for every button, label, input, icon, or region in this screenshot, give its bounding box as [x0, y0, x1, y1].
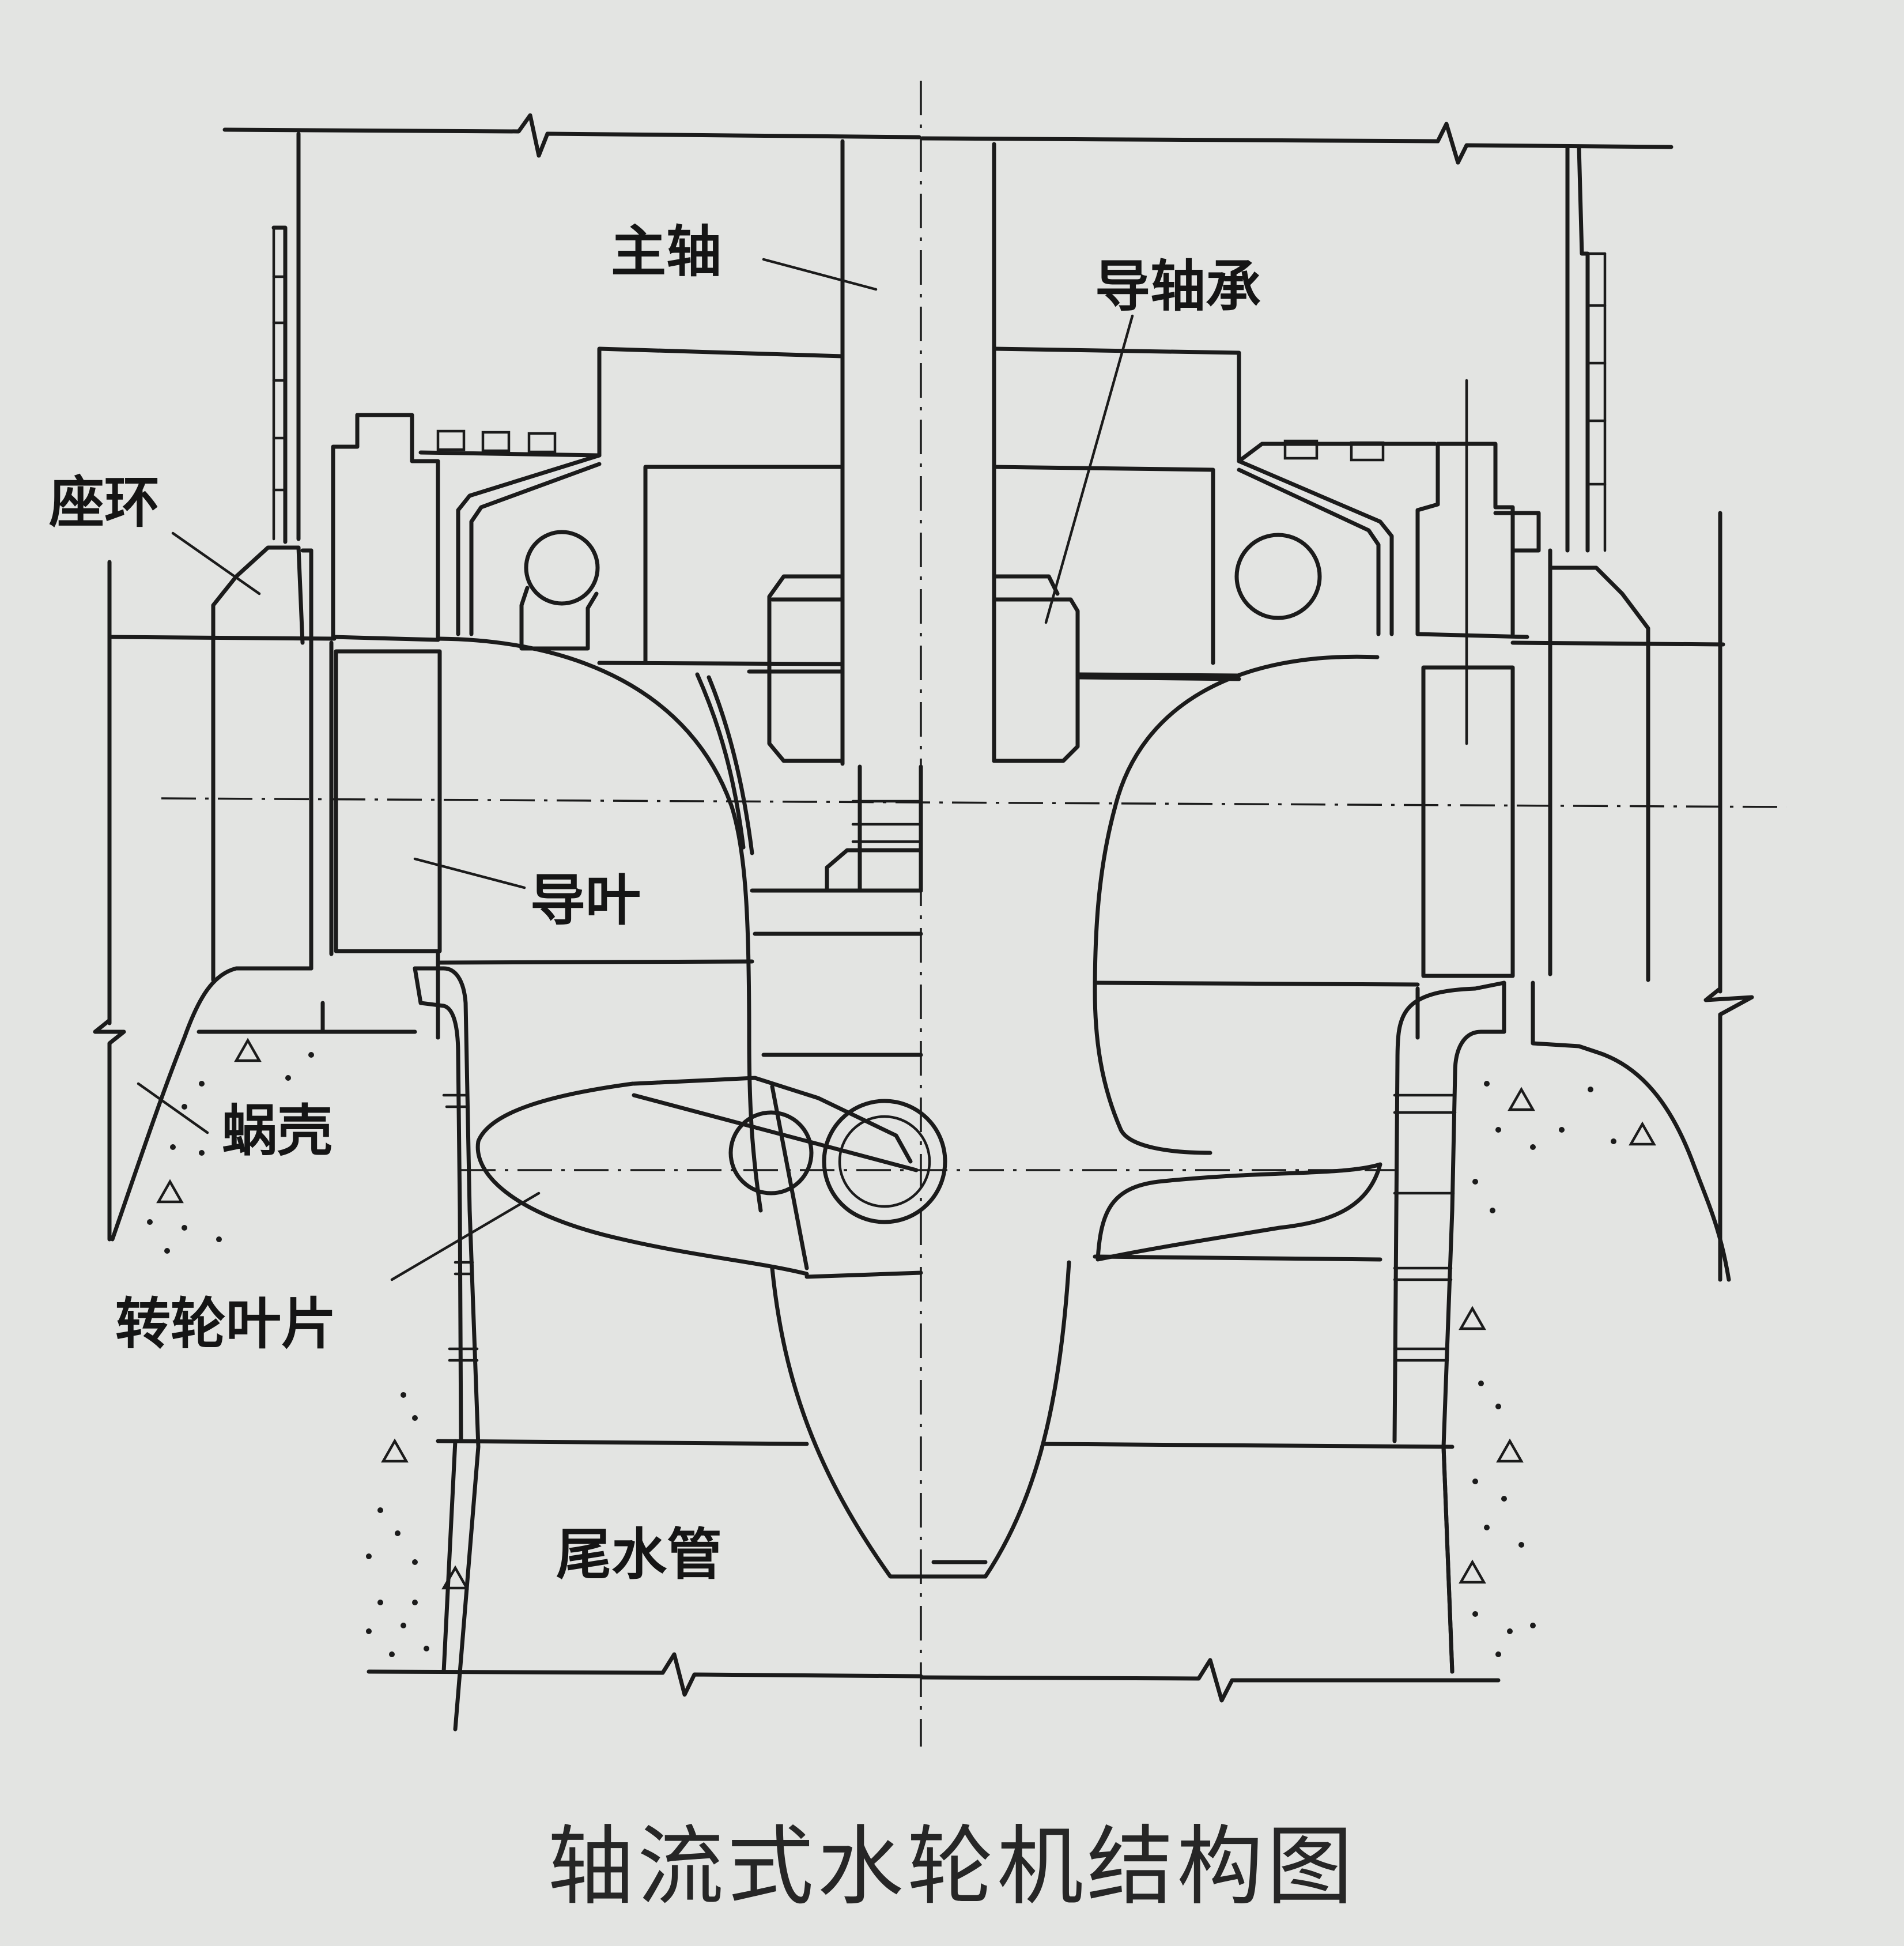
- leader-lines: [137, 258, 1134, 1281]
- runner-blade-right: [1093, 1162, 1382, 1262]
- spiral-case: [110, 966, 417, 1242]
- label-draft-tube: 尾水管: [556, 1522, 722, 1587]
- concrete-right: [1459, 1081, 1656, 1657]
- label-guide-bearing: 导轴承: [1095, 254, 1261, 319]
- axis-lines: [161, 81, 1787, 1747]
- top-break-line: [222, 113, 1673, 165]
- runner-chamber-right: [1392, 980, 1731, 1674]
- main-shaft: [825, 139, 996, 893]
- runner-blade-left: [475, 1076, 947, 1279]
- seat-ring-left: [211, 131, 334, 982]
- frame-horizontal-lines: [93, 511, 1754, 1282]
- right-connecting-rod: [1415, 379, 1541, 745]
- label-spiral-case: 蜗壳: [222, 1099, 333, 1163]
- seat-ring-right: [1548, 145, 1650, 982]
- label-guide-vane: 导叶: [530, 868, 641, 933]
- guide-vane-left: [334, 649, 442, 953]
- concrete-left: [147, 1038, 469, 1657]
- label-seat-ring: 座环: [49, 470, 160, 535]
- runner-chamber-left: [413, 949, 1455, 1732]
- label-runner-blade: 转轮叶片: [115, 1292, 337, 1356]
- head-cover: [418, 346, 1437, 763]
- left-connecting-rod: [331, 413, 440, 642]
- diagram-caption: 轴流式水轮机结构图: [547, 1817, 1357, 1917]
- runner-hub: [436, 636, 1420, 1579]
- guide-vane-right: [1421, 665, 1515, 978]
- label-main-shaft: 主轴: [611, 220, 721, 284]
- draft-tube: [367, 1439, 1501, 1703]
